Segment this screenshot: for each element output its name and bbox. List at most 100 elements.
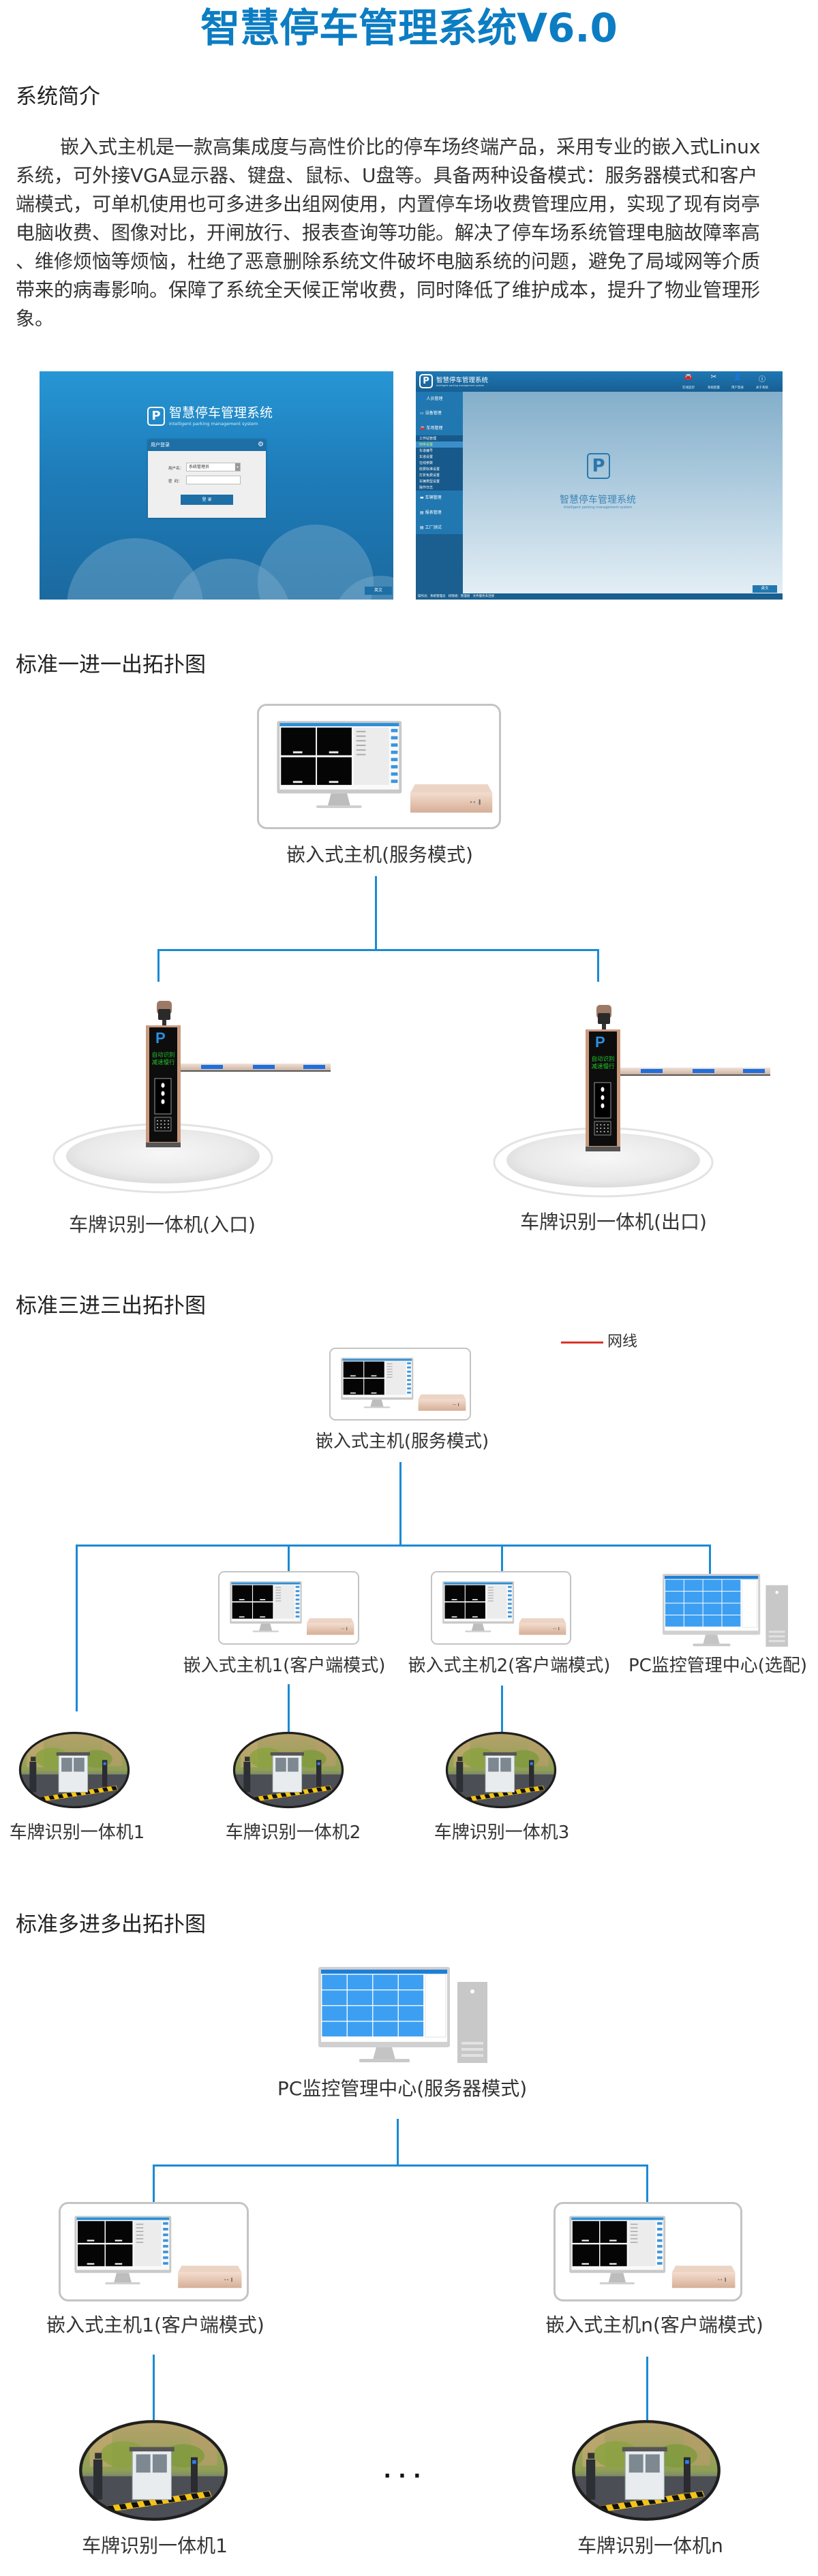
info-panel (628, 2221, 656, 2267)
hazard-stripe (695, 2491, 704, 2498)
person-icon: 👤 (420, 397, 425, 401)
language-button[interactable]: 英文 (753, 585, 777, 593)
sidebar-item-personnel[interactable]: 👤 人员管理 (420, 396, 442, 402)
panel-button (508, 1615, 512, 1618)
network-line (501, 1686, 503, 1732)
sidebar-item-vehicles[interactable]: ▬ 车辆管理 (420, 495, 442, 501)
toolbar-online-monitor[interactable]: 在线监控 (682, 386, 695, 390)
submenu-item[interactable]: 工作站管理 (419, 437, 437, 441)
mini-pc-top (418, 1394, 466, 1399)
sidebar-item-factory-test[interactable]: ▤ 工厂测试 (420, 525, 442, 531)
embedded-host-server (257, 704, 501, 829)
speaker-grille (594, 1121, 611, 1136)
login-button[interactable]: 登 录 (181, 495, 233, 505)
panel-text-line (487, 1600, 494, 1602)
booth-window (645, 2454, 660, 2473)
server-label: 嵌入式主机(服务模式) (315, 1431, 489, 1452)
network-line (501, 1545, 503, 1572)
submenu-item[interactable]: 在线参数 (419, 461, 434, 465)
info-icon[interactable]: ⓘ (759, 376, 766, 384)
screen-titlebar (321, 1970, 447, 1974)
monitor-base (316, 805, 362, 808)
sidebar-item-parking[interactable]: 🚘 车场管理 (420, 425, 442, 431)
submenu-item[interactable]: 打折免费设置 (419, 474, 440, 478)
toolbar-about[interactable]: 关于系统 (756, 386, 768, 390)
submenu-item[interactable]: 车道编号 (419, 449, 434, 453)
video-pane (253, 1602, 273, 1619)
barrier-pillar (456, 1761, 464, 1793)
language-button[interactable]: 英文 (365, 587, 392, 595)
platform-illustration (493, 1127, 714, 1198)
password-input[interactable] (186, 476, 241, 484)
lpr-pillar (529, 1760, 534, 1787)
network-line (157, 949, 599, 951)
booth-scene-illustration (18, 1731, 130, 1809)
monitor-stand (373, 2047, 395, 2060)
username-value: 系统管理员 (189, 465, 210, 469)
info-panel (486, 1585, 507, 1619)
hazard-stripe (611, 2503, 620, 2510)
embedded-host-server (329, 1348, 471, 1421)
document-icon: ▤ (420, 525, 424, 530)
server-label: PC监控管理中心(服务器模式) (277, 2077, 528, 2100)
info-panel (134, 2221, 162, 2267)
video-pane (105, 2221, 133, 2244)
hazard-stripe (519, 1788, 526, 1793)
mini-pc-box (519, 1623, 566, 1635)
panel-button (407, 1375, 411, 1377)
car-monitor-icon[interactable]: 🚘 (684, 373, 693, 381)
video-pane (444, 1602, 465, 1619)
camera-icon (95, 2453, 102, 2459)
intro-line: 嵌入式主机是一款高集成度与高性价比的停车场终端产品，采用专业的嵌入式Linux (60, 136, 761, 158)
panel-text-line (356, 745, 366, 747)
arrow-indicator-icon (161, 1083, 165, 1088)
submenu-item[interactable]: 车辆类型设置 (419, 480, 440, 484)
network-line (288, 1545, 290, 1572)
toolbar-system-config[interactable]: 系统配置 (708, 386, 720, 390)
panel-button (295, 1607, 300, 1609)
panel-text-line (136, 2241, 144, 2244)
sidebar-item-reports[interactable]: ▤ 报表管理 (420, 510, 442, 516)
username-select[interactable]: 系统管理员 ▾ (186, 463, 241, 471)
settings-gear-icon[interactable]: ⚙ (258, 441, 264, 448)
submenu-item[interactable]: 操作日志 (419, 486, 434, 490)
sidebar-item-devices[interactable]: ▭ 设备管理 (420, 410, 442, 416)
camera-cell (703, 1591, 723, 1604)
plate-box (239, 1599, 245, 1600)
camera-label-n: 车牌识别一体机n (577, 2534, 723, 2557)
video-pane (465, 1585, 485, 1602)
panel-text-line (356, 749, 366, 751)
submenu-item[interactable]: 车道设置 (419, 455, 434, 459)
usb-port (725, 2278, 726, 2282)
network-line (646, 2357, 648, 2420)
mini-pc-top (178, 2265, 242, 2273)
booth-window (275, 1758, 286, 1772)
info-panel (385, 1361, 406, 1395)
gate-screen-line: 自动识别 (591, 1055, 614, 1063)
toolbar-user-login[interactable]: 用户登录 (731, 386, 744, 390)
login-panel: 用户登录 ⚙ 用户名： 系统管理员▾ 密 码： 登 录 (148, 439, 266, 518)
panel-button (163, 2233, 168, 2237)
submenu-item[interactable]: 收费标准设置 (419, 467, 440, 471)
user-icon[interactable]: 👤 (733, 373, 742, 381)
client-label-1: 嵌入式主机1(客户端模式) (183, 1656, 386, 1676)
tools-icon[interactable]: ✂ (710, 373, 717, 381)
camera-cell (372, 1974, 399, 1990)
camera-icon: ▭ (420, 411, 424, 416)
chevron-down-icon[interactable]: ▾ (235, 463, 240, 471)
arrow-indicator-icon (601, 1087, 605, 1092)
mini-pc-box (178, 2272, 242, 2288)
sidebar-item-label: 车辆管理 (425, 495, 442, 500)
panel-text-line (487, 1595, 494, 1596)
server-label: 嵌入式主机(服务模式) (286, 843, 473, 866)
booth-scene-illustration (445, 1731, 557, 1809)
topology-3-heading: 标准三进三出拓扑图 (16, 1294, 206, 1318)
hazard-stripe (325, 1786, 332, 1790)
username-label: 用户名： (168, 467, 184, 471)
center-app-name: 智慧停车管理系统 (560, 495, 636, 506)
grille-hole (167, 1120, 169, 1121)
usb-port (558, 1627, 560, 1630)
submenu-item-active[interactable]: 岗亭设置 (419, 443, 434, 447)
network-line (153, 2164, 155, 2203)
